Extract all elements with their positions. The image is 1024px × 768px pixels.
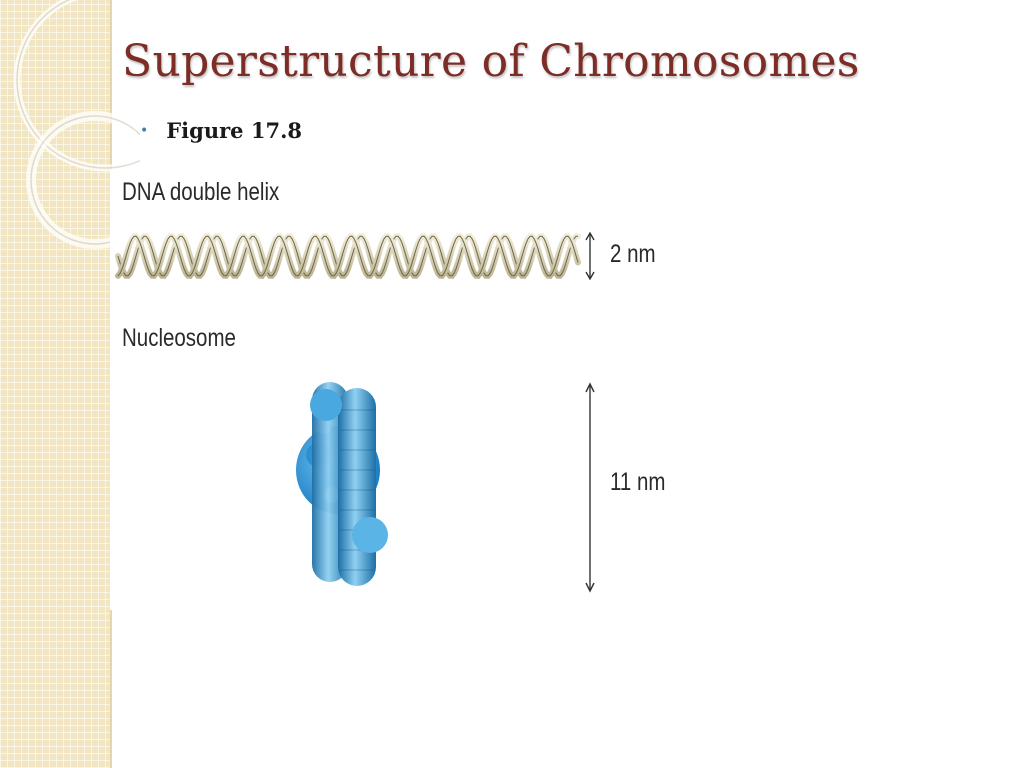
bullet-text: Figure 17.8 xyxy=(166,118,302,143)
slide-title: Superstructure of Chromosomes xyxy=(122,36,860,87)
figure-illustration xyxy=(115,231,595,593)
nucleosome-label: Nucleosome xyxy=(122,324,236,352)
bullet-item: • Figure 17.8 xyxy=(140,118,302,143)
dna-double-helix xyxy=(115,233,581,279)
nucleosome-size-arrow xyxy=(585,382,595,593)
dna-width-arrow xyxy=(585,231,595,281)
dna-size-label: 2 nm xyxy=(610,240,656,268)
bullet-dot-icon: • xyxy=(140,122,149,139)
dna-double-helix-label: DNA double helix xyxy=(122,178,280,206)
nucleosome-size-label: 11 nm xyxy=(610,468,666,496)
bullet-list: • Figure 17.8 xyxy=(140,118,302,143)
nucleosome-illustration xyxy=(296,382,388,586)
chromosome-figure: DNA double helix 2 nm Nucleosome 11 nm xyxy=(110,170,690,610)
decorative-rings xyxy=(13,0,140,249)
